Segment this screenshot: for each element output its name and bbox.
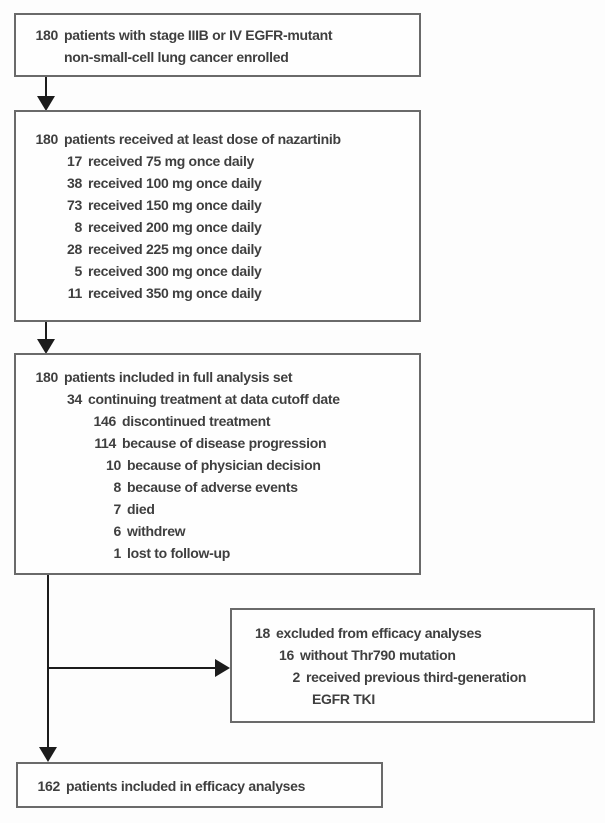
patient-count: 180: [35, 131, 59, 147]
arrow-analysis-to-efficacy-line: [47, 575, 49, 748]
flow-line: 7 died: [30, 498, 409, 520]
flow-line-text: EGFR TKI: [312, 691, 375, 707]
branch-to-excluded-line: [48, 667, 215, 669]
patient-count: 11: [67, 285, 83, 301]
arrow-right-icon: [215, 659, 230, 677]
flow-line: 73 received 150 mg once daily: [30, 194, 409, 216]
flow-line: 1 lost to follow-up: [30, 542, 409, 564]
patient-count: 146: [93, 413, 117, 429]
arrow-down-icon: [39, 747, 57, 762]
flow-line: 34 continuing treatment at data cutoff da…: [30, 388, 409, 410]
flow-line-text: because of adverse events: [127, 479, 298, 495]
patient-count: 8: [113, 479, 122, 495]
box-treatment-doses: 180 patients received at least dose of na…: [14, 110, 421, 322]
flow-line: 16 without Thr790 mutation: [246, 644, 583, 666]
flow-line-text: received 200 mg once daily: [88, 219, 262, 235]
flow-line-text: received 75 mg once daily: [88, 153, 255, 169]
flow-line-text: without Thr790 mutation: [300, 647, 456, 663]
flow-line-text: lost to follow-up: [127, 545, 230, 561]
flow-line-text: because of disease progression: [122, 435, 327, 451]
flow-line: 17 received 75 mg once daily: [30, 150, 409, 172]
flow-line: 162 patients included in efficacy analyse…: [32, 775, 371, 797]
box-efficacy-analyses: 162 patients included in efficacy analyse…: [16, 762, 383, 808]
box-excluded-from-efficacy: 18 excluded from efficacy analyses 16 witho…: [230, 608, 595, 723]
patient-count: 180: [35, 369, 59, 385]
arrow-enrolled-to-treatment-line: [45, 77, 47, 98]
box-enrolled: 180 patients with stage IIIB or IV EGFR-m…: [14, 13, 421, 77]
flow-line-text: continuing treatment at data cutoff date: [88, 391, 340, 407]
patient-count: 28: [67, 241, 82, 257]
flow-line: 11 received 350 mg once daily: [30, 282, 409, 304]
patient-count: 17: [67, 153, 82, 169]
flow-line-text: patients included in full analysis set: [64, 369, 293, 385]
patient-count: 18: [255, 625, 270, 641]
patient-count: 8: [74, 219, 83, 235]
patient-count: [246, 688, 306, 710]
patient-count: 5: [74, 263, 83, 279]
flow-line: 146 discontinued treatment: [30, 410, 409, 432]
flow-line-text: received 300 mg once daily: [88, 263, 262, 279]
flow-line: 180 patients with stage IIIB or IV EGFR-m…: [30, 24, 409, 46]
arrow-down-icon: [37, 96, 55, 111]
flow-line: 38 received 100 mg once daily: [30, 172, 409, 194]
patient-count: 10: [106, 457, 121, 473]
flow-line-text: non-small-cell lung cancer enrolled: [64, 49, 289, 65]
flow-line-text: because of physician decision: [127, 457, 321, 473]
flow-line-text: patients included in efficacy analyses: [66, 778, 306, 794]
flow-line: 8 received 200 mg once daily: [30, 216, 409, 238]
patient-count: 114: [94, 435, 116, 451]
patient-count: 73: [67, 197, 82, 213]
patient-count: 1: [113, 545, 122, 561]
patient-count: 38: [67, 175, 82, 191]
flow-line-text: received previous third-generation: [306, 669, 527, 685]
patient-count: [30, 46, 58, 68]
flow-line-text: excluded from efficacy analyses: [276, 625, 482, 641]
flow-line: 28 received 225 mg once daily: [30, 238, 409, 260]
flow-line: 2 received previous third-generation: [246, 666, 583, 688]
flow-line: 18 excluded from efficacy analyses: [246, 622, 583, 644]
patient-count: 34: [67, 391, 82, 407]
box-full-analysis-set: 180 patients included in full analysis se…: [14, 353, 421, 575]
patient-count: 6: [113, 523, 122, 539]
flow-line: 8 because of adverse events: [30, 476, 409, 498]
flow-line-text: received 225 mg once daily: [88, 241, 262, 257]
flow-line: 10 because of physician decision: [30, 454, 409, 476]
flow-line-text: received 350 mg once daily: [88, 285, 262, 301]
flow-line: 5 received 300 mg once daily: [30, 260, 409, 282]
patient-count: 2: [292, 669, 301, 685]
arrow-treatment-to-analysis-line: [45, 322, 47, 340]
patient-count: 7: [113, 501, 122, 517]
flow-line-text: patients with stage IIIB or IV EGFR-muta…: [64, 27, 333, 43]
flow-line: 180 patients included in full analysis se…: [30, 366, 409, 388]
patient-count: 180: [35, 27, 59, 43]
flow-line-text: died: [127, 501, 155, 517]
flow-line: EGFR TKI: [246, 688, 583, 710]
flow-line-text: received 150 mg once daily: [88, 197, 262, 213]
flow-line: non-small-cell lung cancer enrolled: [30, 46, 409, 68]
flow-line-text: discontinued treatment: [122, 413, 271, 429]
patient-count: 16: [279, 647, 294, 663]
flow-line-text: patients received at least dose of nazar…: [64, 131, 341, 147]
flow-line-text: received 100 mg once daily: [88, 175, 262, 191]
patient-count: 162: [37, 778, 61, 794]
flow-line-text: withdrew: [127, 523, 186, 539]
flow-line: 114 because of disease progression: [30, 432, 409, 454]
flow-line: 6 withdrew: [30, 520, 409, 542]
arrow-down-icon: [37, 339, 55, 354]
flow-line: 180 patients received at least dose of na…: [30, 128, 409, 150]
